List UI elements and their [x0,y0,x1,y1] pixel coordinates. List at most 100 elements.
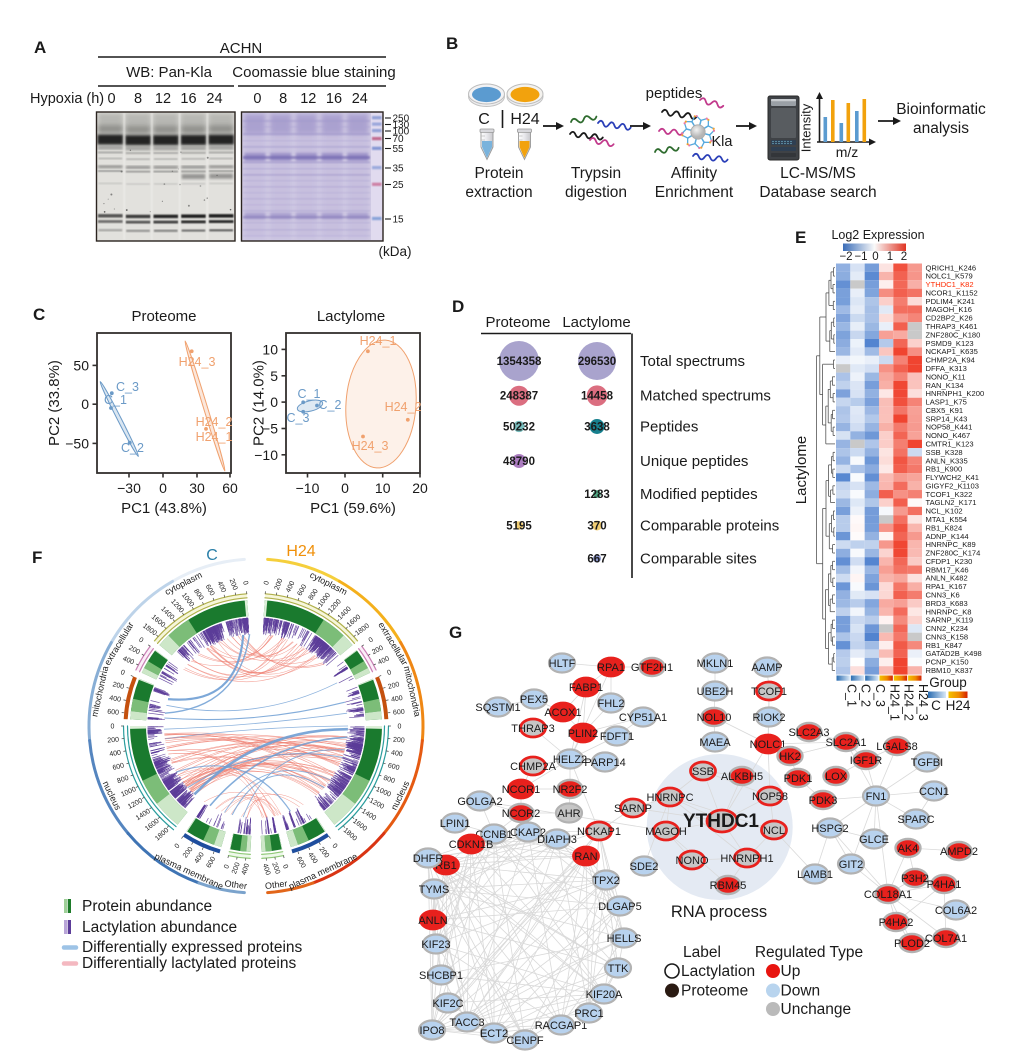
svg-text:THRAP3_K461: THRAP3_K461 [926,322,978,331]
svg-text:TYMS: TYMS [419,884,450,896]
svg-text:PC2 (33.8%): PC2 (33.8%) [46,360,63,446]
svg-text:SPARC: SPARC [897,814,934,826]
svg-text:HNRNPH1_K200: HNRNPH1_K200 [926,389,985,398]
svg-text:10: 10 [375,480,391,496]
svg-text:RB1_K900: RB1_K900 [926,465,963,474]
svg-text:H24_2: H24_2 [385,400,422,414]
svg-text:SQSTM1: SQSTM1 [475,702,520,714]
svg-text:30: 30 [189,480,205,496]
svg-text:0: 0 [872,251,878,263]
svg-text:400: 400 [261,863,271,876]
svg-text:H24: H24 [946,698,971,713]
svg-text:GLCE: GLCE [859,834,889,846]
svg-text:PLIN2: PLIN2 [568,728,599,740]
svg-text:RNA process: RNA process [671,903,767,921]
svg-text:PEX5: PEX5 [520,694,548,706]
svg-text:TAGLN2_K171: TAGLN2_K171 [926,498,977,507]
svg-text:NCL_K102: NCL_K102 [926,507,963,516]
svg-text:H24_3: H24_3 [352,439,389,453]
svg-text:Unique peptides: Unique peptides [640,453,748,470]
svg-text:COL6A2: COL6A2 [935,905,977,917]
svg-text:HLTF: HLTF [549,658,576,670]
svg-text:RBM17_K46: RBM17_K46 [926,565,969,574]
svg-text:3638: 3638 [584,422,610,434]
svg-text:NCKAP1_K635: NCKAP1_K635 [926,347,978,356]
svg-text:200: 200 [107,737,119,745]
svg-text:PCNP_K150: PCNP_K150 [926,658,969,667]
svg-text:Coomassie blue staining: Coomassie blue staining [232,64,395,81]
svg-text:PDK3: PDK3 [809,795,838,807]
svg-text:NONO_K467: NONO_K467 [926,431,971,440]
svg-text:LC-MS/MS: LC-MS/MS [780,165,856,182]
svg-text:P4HA1: P4HA1 [927,879,962,891]
svg-text:IPO8: IPO8 [419,1025,444,1037]
svg-text:CCNB1: CCNB1 [475,829,512,841]
svg-text:Regulated Type: Regulated Type [755,944,863,961]
svg-text:8: 8 [134,91,142,107]
svg-text:GOLGA2: GOLGA2 [457,796,502,808]
svg-text:D: D [452,297,464,316]
svg-text:Kla: Kla [712,134,734,150]
svg-text:0: 0 [253,91,261,107]
svg-text:RB1_K847: RB1_K847 [926,641,963,650]
svg-text:NCOR1: NCOR1 [502,784,541,796]
svg-text:C_3: C_3 [287,411,310,425]
svg-text:HK2: HK2 [779,751,800,763]
svg-text:C: C [206,547,218,564]
svg-text:CBX5_K91: CBX5_K91 [926,406,964,415]
svg-text:ZNF280C_K174: ZNF280C_K174 [926,549,981,558]
svg-text:400: 400 [109,750,122,759]
svg-text:C_2: C_2 [859,684,873,707]
svg-text:24: 24 [206,91,222,107]
svg-text:NCOR2: NCOR2 [502,808,541,820]
svg-text:LAMB1: LAMB1 [797,869,833,881]
svg-text:GIGYF2_K1103: GIGYF2_K1103 [926,481,979,490]
svg-text:FN1: FN1 [866,791,887,803]
svg-text:ANLN_K335: ANLN_K335 [926,456,968,465]
svg-text:48790: 48790 [503,456,535,468]
svg-text:0: 0 [241,580,249,586]
svg-text:E: E [795,228,806,247]
svg-text:ADNP_K144: ADNP_K144 [926,532,969,541]
svg-text:8: 8 [279,91,287,107]
svg-text:digestion: digestion [565,184,627,201]
svg-text:NCL: NCL [763,825,785,837]
svg-text:Comparable proteins: Comparable proteins [640,518,779,535]
svg-text:NONO: NONO [676,855,709,867]
svg-text:peptides: peptides [646,85,703,102]
svg-text:G: G [449,623,462,642]
svg-text:400: 400 [377,655,391,666]
svg-text:Protein: Protein [474,165,523,182]
svg-text:CNN2_K234: CNN2_K234 [926,624,969,633]
svg-text:FHL2: FHL2 [598,698,625,710]
svg-text:0: 0 [107,91,115,107]
svg-text:TGFBI: TGFBI [911,757,943,769]
svg-text:SSB_K328: SSB_K328 [926,448,963,457]
svg-text:248387: 248387 [500,391,538,403]
svg-text:PDK1: PDK1 [784,773,813,785]
svg-text:NOP58: NOP58 [752,791,788,803]
svg-text:TCOF1: TCOF1 [751,686,787,698]
svg-text:RB1_K824: RB1_K824 [926,523,963,532]
svg-text:ANLN: ANLN [418,915,447,927]
svg-text:PDLIM4_K241: PDLIM4_K241 [926,297,975,306]
svg-text:PARP14: PARP14 [584,757,625,769]
svg-text:RACGAP1: RACGAP1 [535,1020,588,1032]
svg-text:667: 667 [587,554,606,566]
svg-text:RBM10_K837: RBM10_K837 [926,666,973,675]
svg-text:0: 0 [270,394,278,410]
svg-text:QRICH1_K246: QRICH1_K246 [926,263,977,272]
svg-text:UBE2H: UBE2H [697,686,734,698]
svg-text:Database search: Database search [759,184,876,201]
svg-text:600: 600 [107,709,119,717]
svg-text:H24_2: H24_2 [196,415,233,429]
svg-text:CKAP2: CKAP2 [510,827,546,839]
svg-text:Differentially lactylated prot: Differentially lactylated proteins [82,955,296,972]
svg-text:SLC2A3: SLC2A3 [789,727,830,739]
svg-text:400: 400 [216,580,227,594]
svg-text:C_2: C_2 [319,398,342,412]
svg-text:ACOX1: ACOX1 [544,707,581,719]
svg-text:CHMP2A_K94: CHMP2A_K94 [926,356,975,365]
svg-text:Affinity: Affinity [671,165,717,182]
svg-text:WB: Pan-Kla: WB: Pan-Kla [126,64,213,81]
